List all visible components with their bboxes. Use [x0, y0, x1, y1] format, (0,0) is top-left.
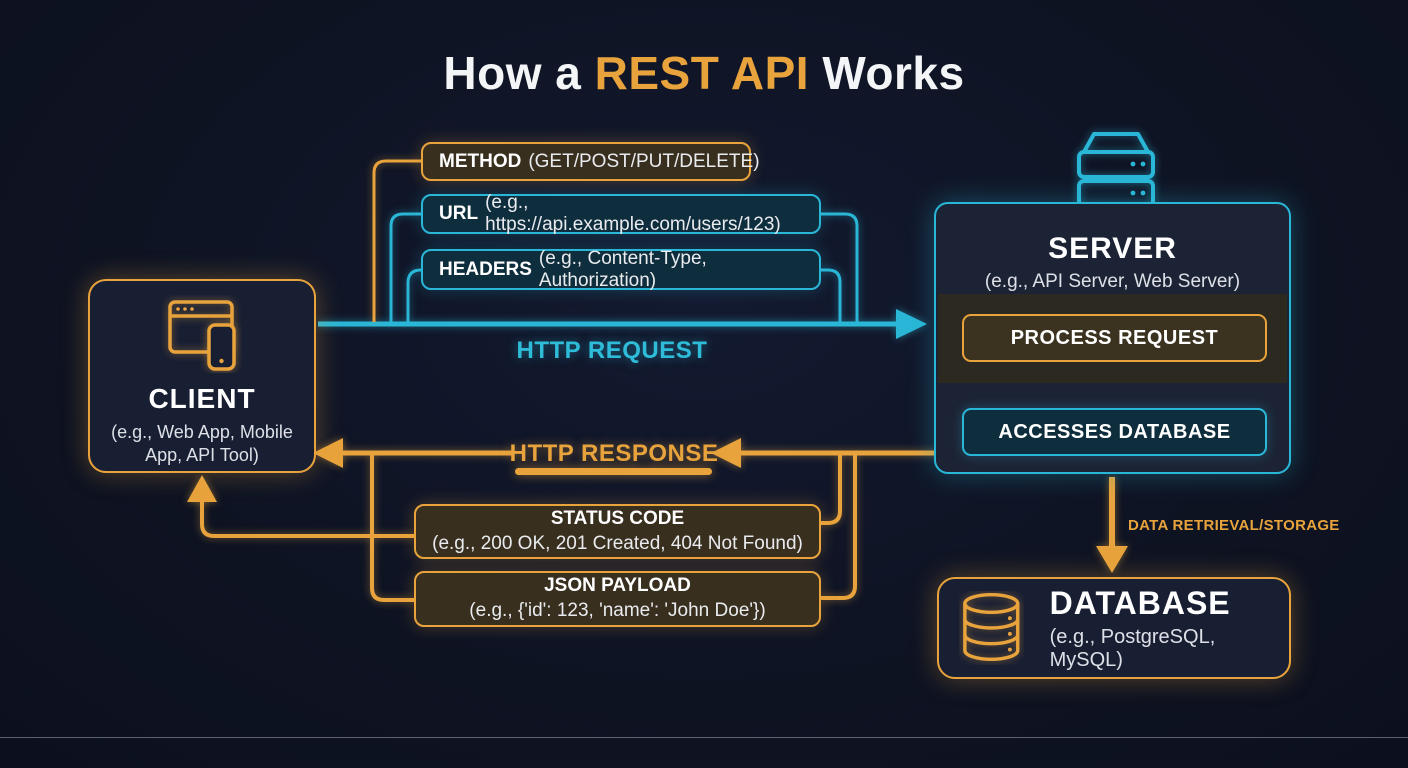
- bottom-divider: [0, 737, 1408, 738]
- headers-label: HEADERS: [439, 258, 532, 280]
- response-status-code-box: STATUS CODE (e.g., 200 OK, 201 Created, …: [414, 504, 821, 559]
- database-cylinder-icon: [963, 593, 1020, 662]
- browser-phone-icon: [168, 300, 236, 371]
- server-title: SERVER: [1048, 232, 1177, 265]
- response-to-client-arrow: [187, 475, 217, 502]
- server-step-accesses-database: ACCESSES DATABASE: [962, 408, 1267, 456]
- status-code-detail: (e.g., 200 OK, 201 Created, 404 Not Foun…: [432, 532, 803, 554]
- http-request-arrow: [318, 309, 927, 339]
- database-node: DATABASE (e.g., PostgreSQL, MySQL): [937, 577, 1291, 679]
- server-subtitle: (e.g., API Server, Web Server): [984, 271, 1241, 292]
- database-title: DATABASE: [1049, 584, 1231, 621]
- title-suffix: Works: [809, 47, 965, 99]
- headers-detail: (e.g., Content-Type, Authorization): [538, 247, 707, 291]
- title-prefix: How a: [443, 47, 595, 99]
- json-payload-label: JSON PAYLOAD: [544, 575, 691, 597]
- json-payload-detail: (e.g., {'id': 123, 'name': 'John Doe'}): [469, 600, 766, 621]
- client-node: CLIENT (e.g., Web App, Mobile App, API T…: [88, 279, 316, 473]
- page-title: How a REST API Works: [0, 46, 1408, 100]
- client-subtitle: (e.g., Web App, Mobile App, API Tool): [111, 422, 293, 465]
- title-highlight: REST API: [594, 47, 810, 99]
- http-request-label: HTTP REQUEST: [516, 337, 708, 364]
- request-method-box: METHOD (GET/POST/PUT/DELETE): [421, 142, 760, 181]
- request-headers-box: HEADERS (e.g., Content-Type, Authorizati…: [421, 247, 821, 291]
- method-label: METHOD: [439, 150, 522, 172]
- server-step-process-request: PROCESS REQUEST: [962, 314, 1267, 362]
- database-subtitle: (e.g., PostgreSQL, MySQL): [1049, 625, 1216, 671]
- method-detail: (GET/POST/PUT/DELETE): [528, 150, 760, 172]
- url-label: URL: [439, 203, 479, 224]
- client-title: CLIENT: [148, 383, 256, 414]
- http-response-label: HTTP RESPONSE: [509, 440, 719, 467]
- response-json-payload-box: JSON PAYLOAD (e.g., {'id': 123, 'name': …: [414, 571, 821, 627]
- server-node: SERVER (e.g., API Server, Web Server) PR…: [934, 202, 1291, 474]
- data-retrieval-label: DATA RETRIEVAL/STORAGE: [1128, 517, 1340, 534]
- request-url-box: URL (e.g., https://api.example.com/users…: [421, 192, 821, 235]
- status-code-label: STATUS CODE: [550, 507, 685, 529]
- url-detail: (e.g., https://api.example.com/users/123…: [485, 192, 781, 235]
- http-response-underline: [515, 468, 712, 475]
- server-to-database-arrow: [1096, 477, 1128, 573]
